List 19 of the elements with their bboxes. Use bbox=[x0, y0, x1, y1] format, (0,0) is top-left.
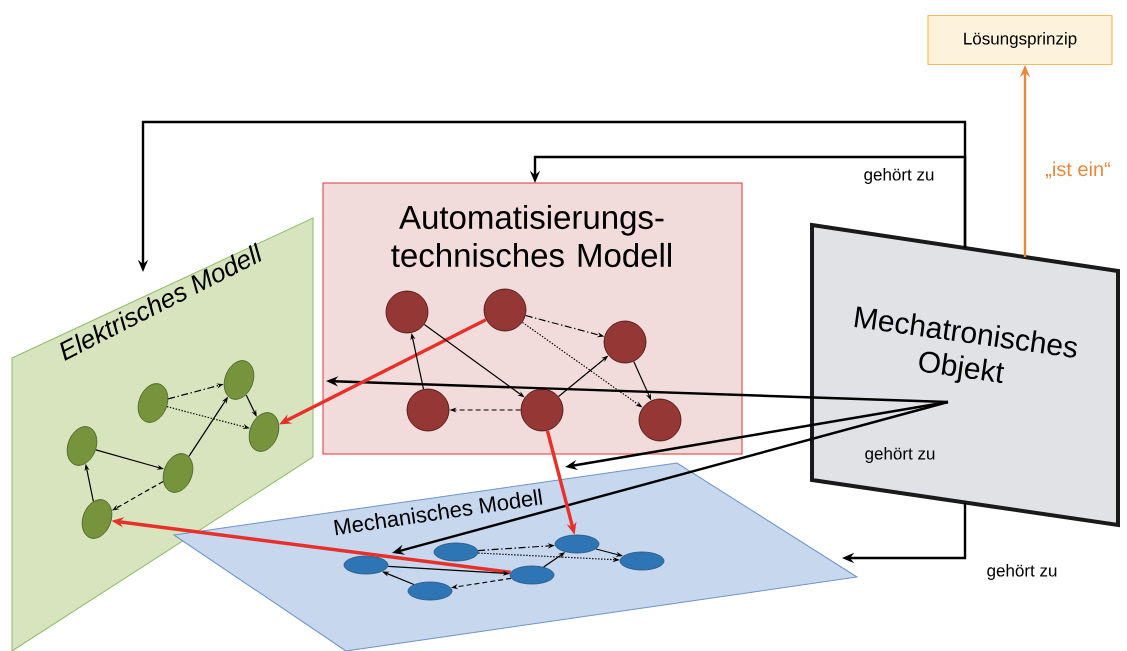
model-panel: Automatisierungs- technisches Modell bbox=[322, 182, 743, 455]
circle-node bbox=[603, 320, 647, 364]
ellipse-node bbox=[554, 534, 600, 554]
tilted-panel: Mechanisches Modell bbox=[173, 462, 858, 651]
circle-node bbox=[638, 398, 682, 442]
edge-label: gehört zu bbox=[861, 166, 937, 186]
ellipse-node bbox=[433, 542, 479, 562]
ellipse-node bbox=[407, 581, 453, 601]
ellipse-node bbox=[509, 565, 555, 585]
ellipse-node bbox=[343, 555, 389, 575]
circle-node bbox=[520, 388, 564, 432]
edge-label: gehört zu bbox=[862, 445, 938, 465]
ellipse-node bbox=[619, 551, 665, 571]
circle-node bbox=[385, 290, 429, 334]
circle-node bbox=[406, 388, 450, 432]
edge-label: „ist ein“ bbox=[1043, 159, 1113, 181]
label-box: Lösungsprinzip bbox=[927, 14, 1113, 66]
circle-node bbox=[483, 288, 527, 332]
edge-label: gehört zu bbox=[984, 562, 1060, 582]
